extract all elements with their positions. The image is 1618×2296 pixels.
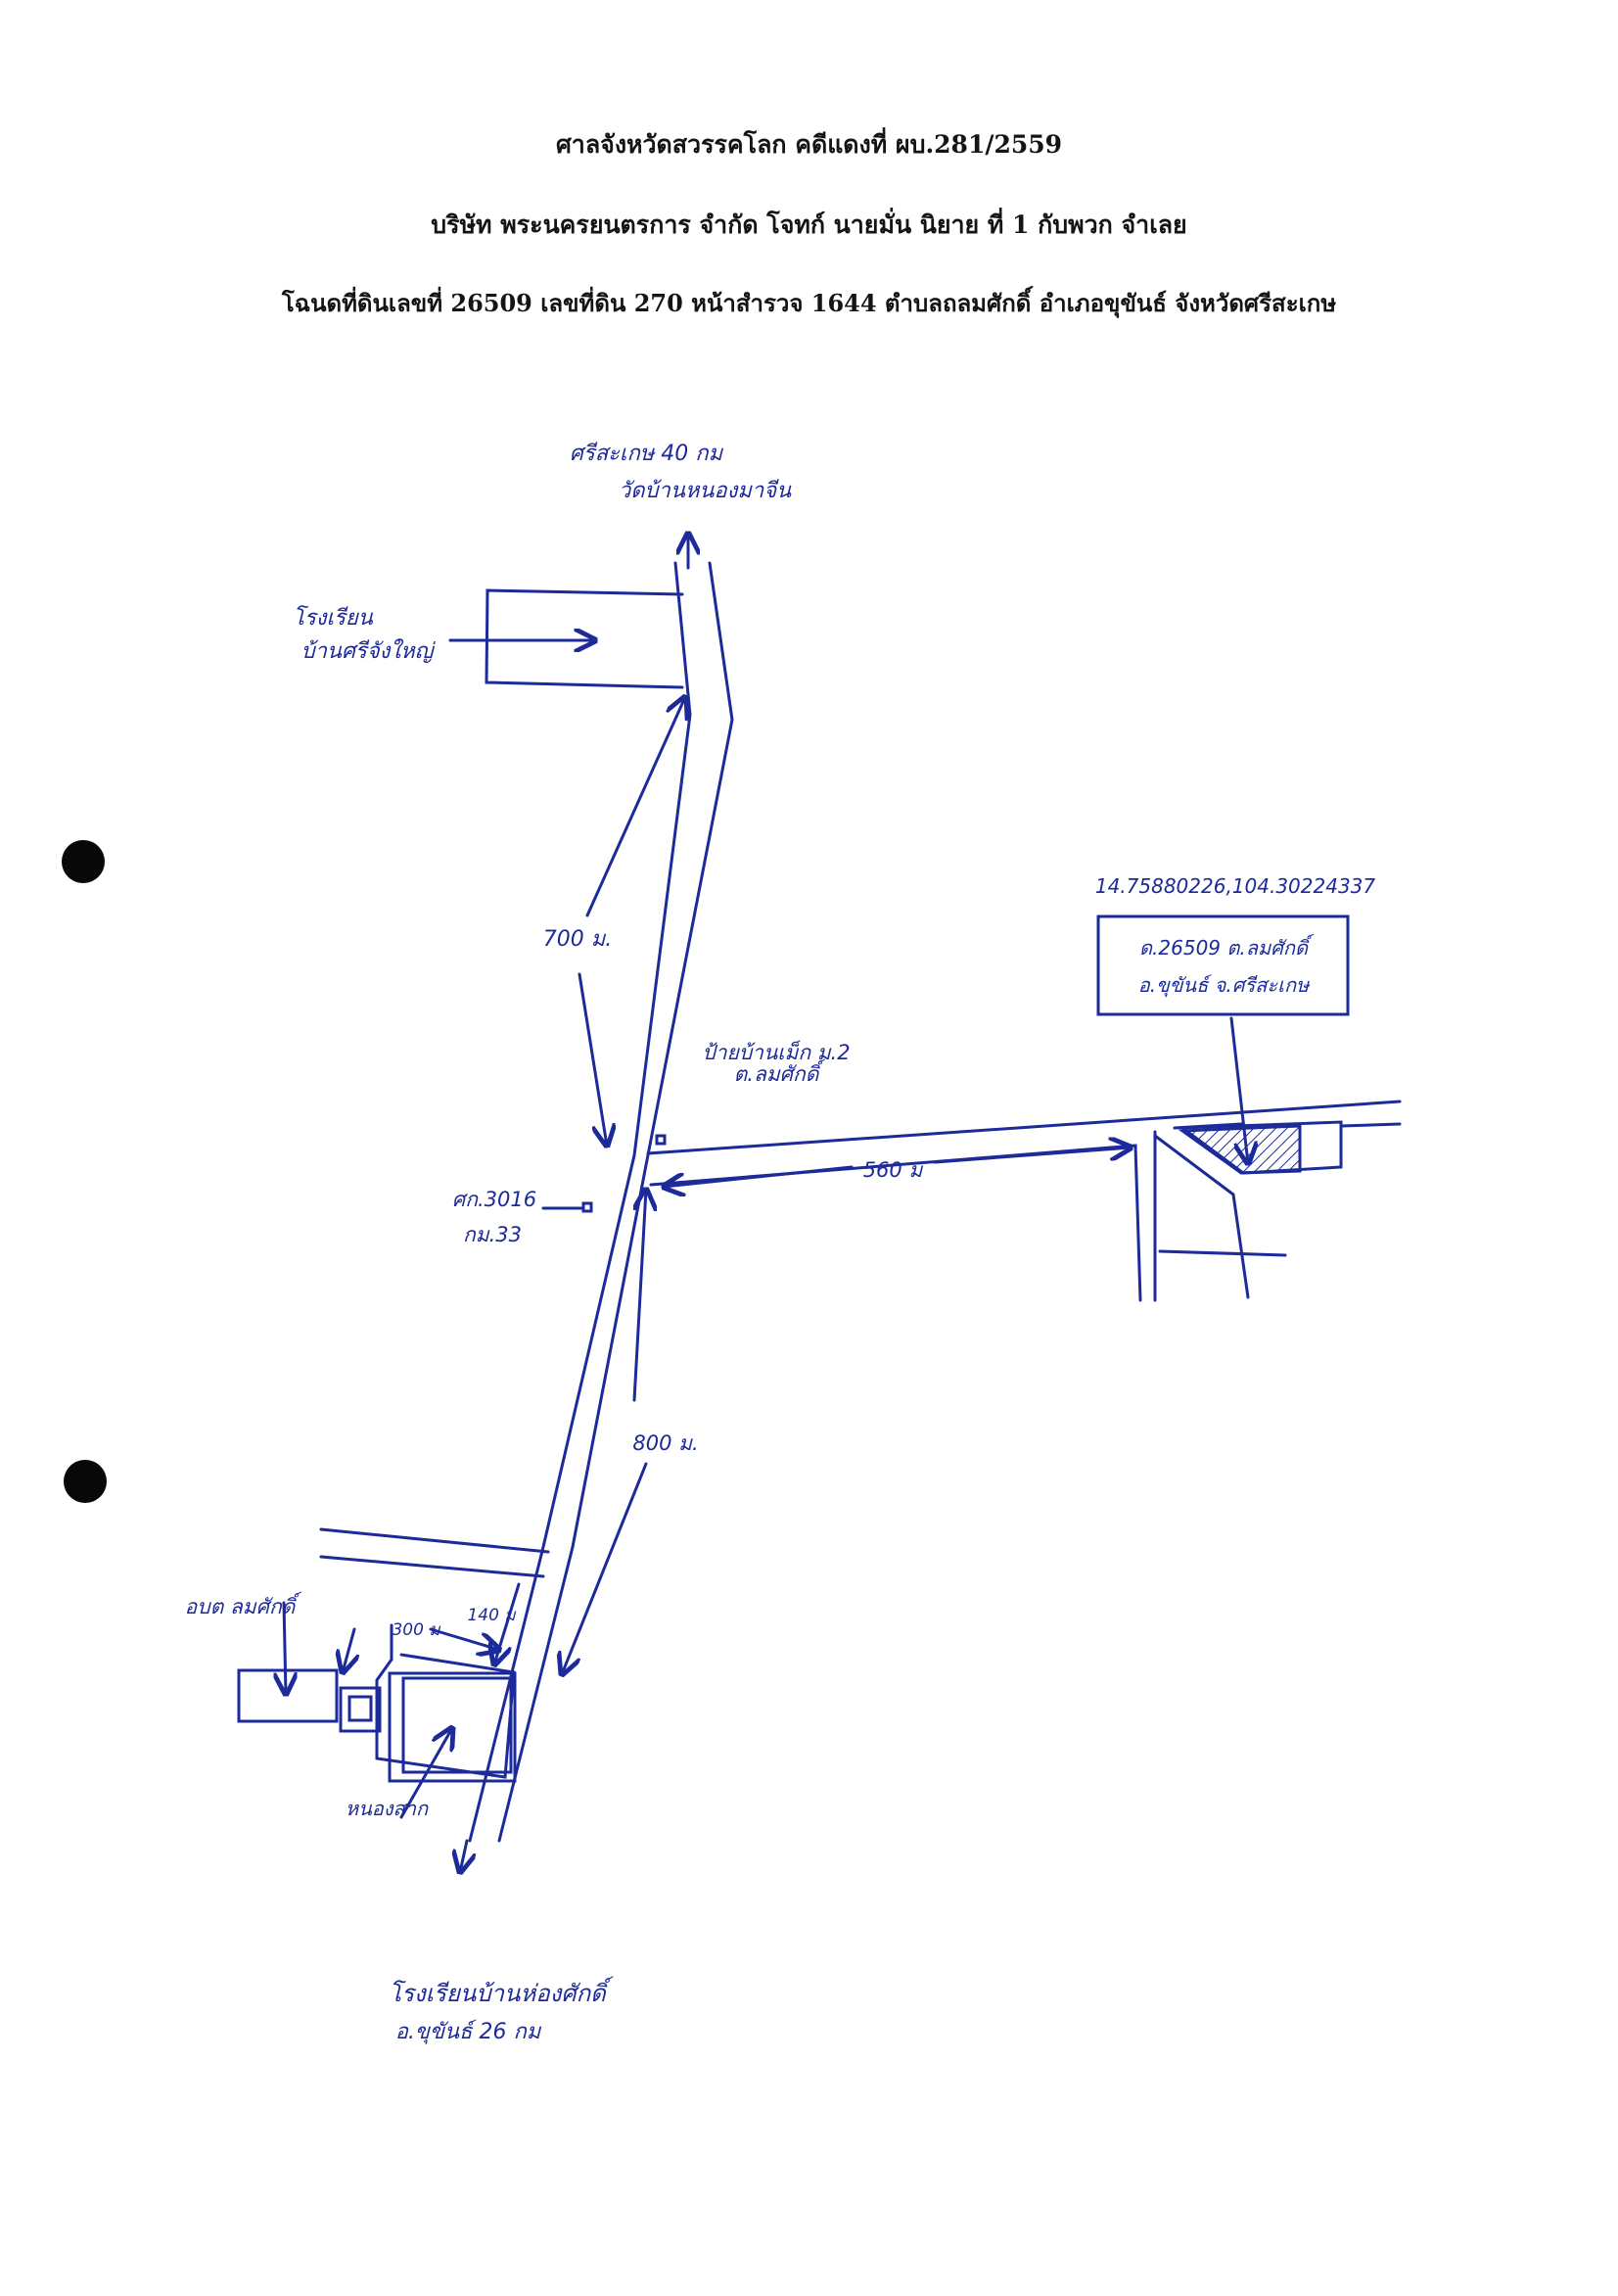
distance-560: 560 ม [863,1158,924,1182]
school-bottom-label-1: โรงเรียนบ้านห่องศักดิ์ [389,1976,614,2007]
north-label-1: ศรีสะเกษ 40 กม [570,442,724,466]
village-label-1: ป้ายบ้านเม็ก ม.2 [702,1040,850,1064]
school-top-label-2: บ้านศรีจังใหญ่ [301,638,437,664]
deed-line: โฉนดที่ดินเลขที่ 26509 เลขที่ดิน 270 หน้… [281,289,1337,317]
road-label-1: ศก.3016 [452,1188,536,1211]
office-box [237,1668,339,1723]
coordinates: 14.75880226,104.30224337 [1095,874,1376,898]
office-label: อบต ลมศักดิ์ [185,1591,302,1618]
punch-hole [62,840,105,883]
parcel-label-2: อ.ขุขันธ์ จ.ศรีสะเกษ [1138,973,1311,998]
north-label-2: วัดบ้านหนองมาจีน [619,479,792,503]
road-label-2: กม.33 [463,1223,522,1246]
parties-line: บริษัท พระนครยนตรการ จำกัด โจทก์ นายมั่น… [431,211,1187,239]
school-top-label-1: โรงเรียน [293,605,374,631]
case-title: ศาลจังหวัดสวรรคโลก คดีแดงที่ ผบ.281/2559 [555,130,1063,159]
main-road-east-edge [497,561,734,1843]
distance-140: 140 ม [467,1606,516,1625]
pond-label: หนองสาก [346,1797,429,1820]
main-road-west-edge [468,561,692,1843]
distance-700: 700 ม. [543,927,612,952]
village-label-2: ต.ลมศักดิ์ [734,1058,826,1086]
punch-hole [64,1460,107,1503]
side-road-north-edge [646,1100,1402,1155]
parcel-label-box [1096,914,1350,1016]
parcel-hatched [1178,1124,1302,1175]
parcel-label-1: ด.26509 ต.ลมศักดิ์ [1139,933,1315,960]
distance-800: 800 ม. [632,1431,698,1455]
distance-300: 300 ม [392,1620,440,1640]
school-top-box [485,588,684,689]
school-bottom-label-2: อ.ขุขันธ์ 26 กม [395,2019,542,2044]
